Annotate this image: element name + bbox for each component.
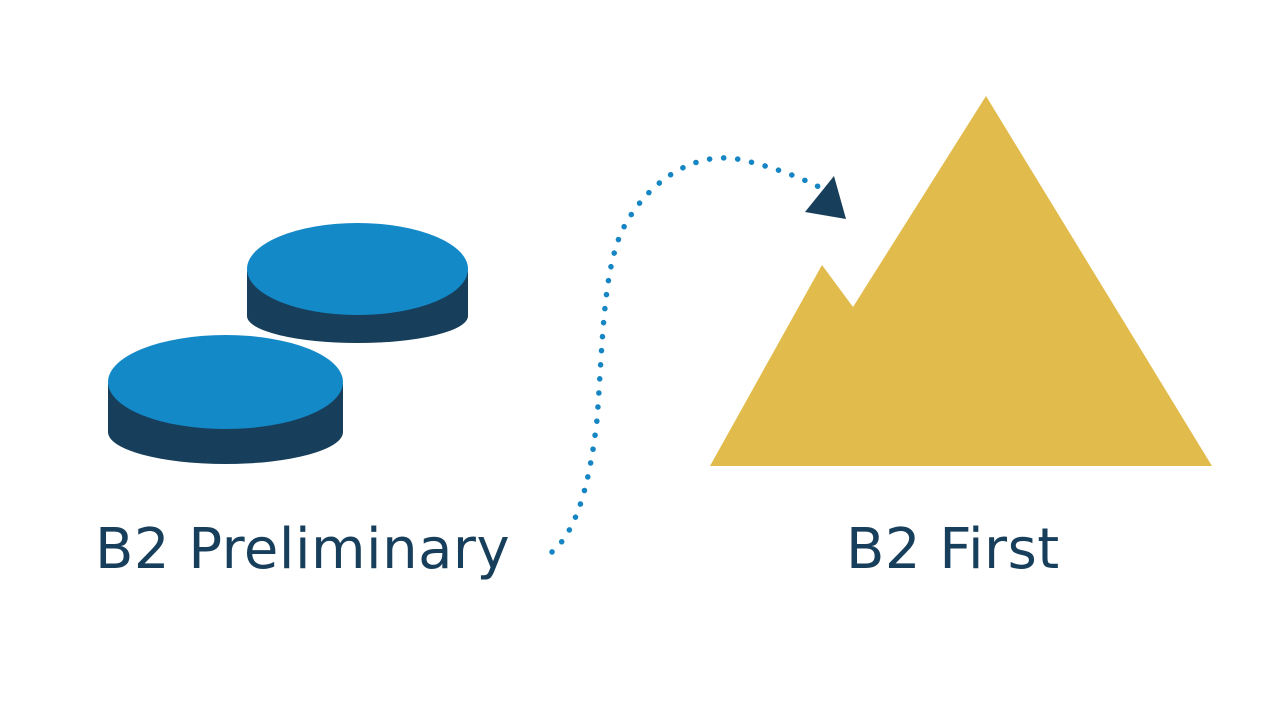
start-label: B2 Preliminary <box>95 517 511 582</box>
coin-stack-icon <box>108 223 468 464</box>
back-coin <box>247 223 468 343</box>
front-coin-top <box>108 335 343 429</box>
front-coin <box>108 335 343 464</box>
back-coin-top <box>247 223 468 315</box>
arrow-head <box>805 176 846 219</box>
goal-label: B2 First <box>846 517 1060 582</box>
mountain-shape <box>710 96 1212 466</box>
dotted-arrow-icon <box>549 155 846 555</box>
dotted-arrow-path <box>549 155 828 555</box>
mountain-icon <box>710 96 1212 466</box>
